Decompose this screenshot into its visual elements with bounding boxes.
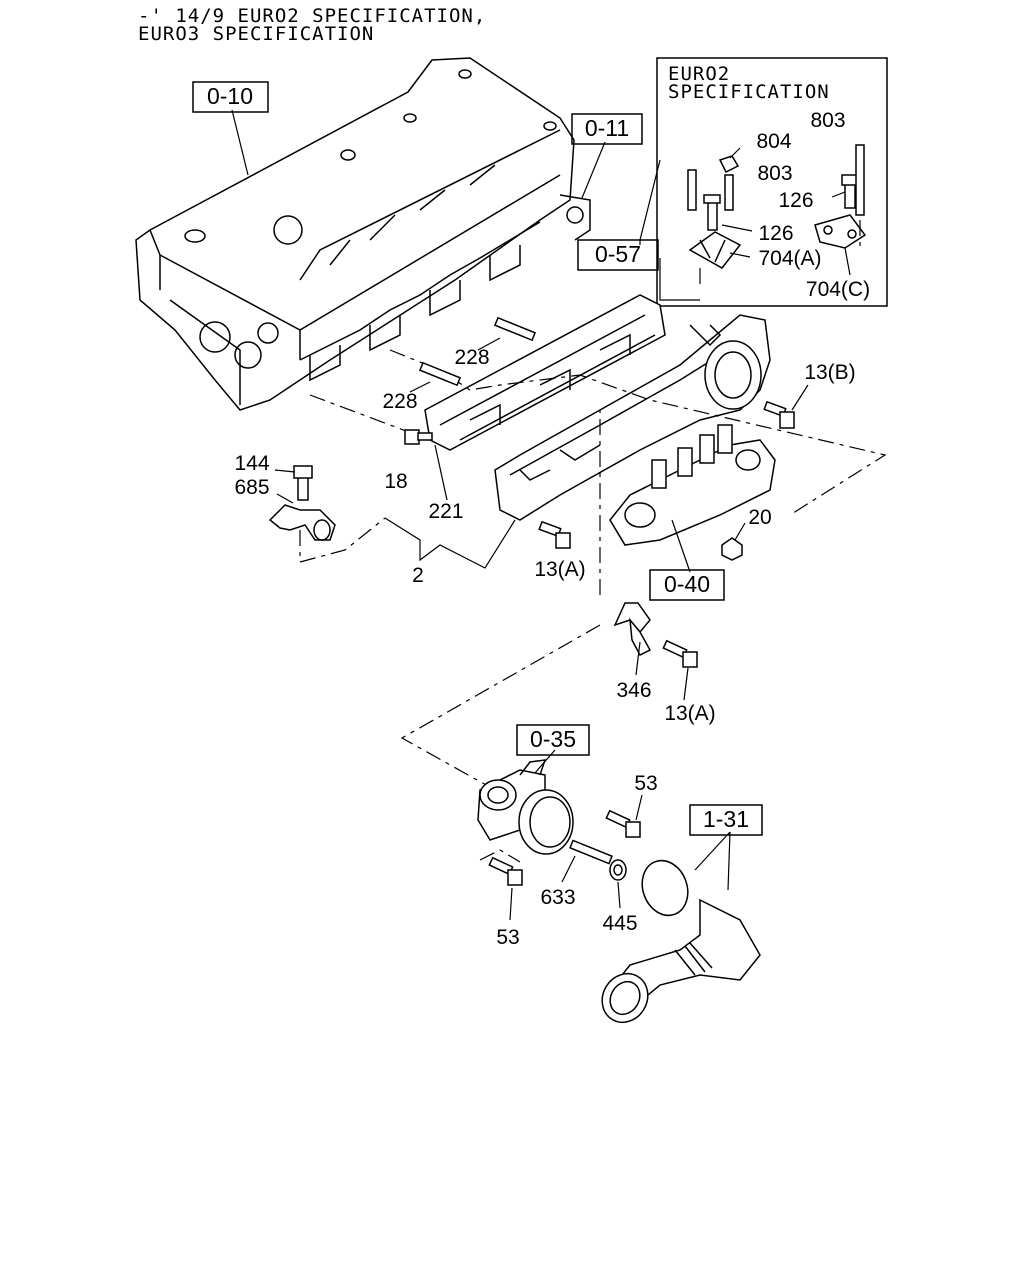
label-633: 633 xyxy=(540,886,575,909)
ref-box-0-11[interactable] xyxy=(571,113,643,145)
nut-20 xyxy=(721,537,743,561)
studs-228 xyxy=(418,316,537,387)
ref-label-0-35: 0-35 xyxy=(530,726,576,752)
ref-box-0-35[interactable] xyxy=(516,724,590,756)
intake-manifold-drawing xyxy=(424,294,771,521)
label-803-mid: 803 xyxy=(757,162,792,185)
label-20: 20 xyxy=(748,506,771,529)
clamp-685 xyxy=(268,465,336,541)
cylinder-head-drawing xyxy=(135,57,591,411)
ref-box-1-31[interactable] xyxy=(689,804,763,836)
label-13b: 13(B) xyxy=(804,361,855,384)
label-804: 804 xyxy=(756,130,791,153)
label-126-mid: 126 xyxy=(758,222,793,245)
euro2-inset-frame xyxy=(656,57,888,307)
label-685: 685 xyxy=(234,476,269,499)
label-704a: 704(A) xyxy=(758,247,821,270)
bolt-18 xyxy=(404,429,433,445)
label-803-top: 803 xyxy=(810,109,845,132)
inset-title-1: EURO2 xyxy=(668,63,730,85)
label-13a-left: 13(A) xyxy=(534,558,585,581)
label-704c: 704(C) xyxy=(806,278,870,301)
header-line-1: -' 14/9 EURO2 SPECIFICATION, xyxy=(138,5,486,27)
label-346: 346 xyxy=(616,679,651,702)
label-445: 445 xyxy=(602,912,637,935)
euro2-bracket-drawing xyxy=(687,144,867,290)
bolt-53-top xyxy=(605,809,641,838)
header-line-2: EURO3 SPECIFICATION xyxy=(138,23,374,45)
ref-label-1-31: 1-31 xyxy=(703,806,749,832)
label-228-upper: 228 xyxy=(454,346,489,369)
bolt-13a-right xyxy=(662,639,698,668)
inset-title-2: SPECIFICATION xyxy=(668,81,830,103)
injection-rail-drawing xyxy=(609,424,776,546)
label-53-bottom: 53 xyxy=(496,926,519,949)
label-13a-right: 13(A) xyxy=(664,702,715,725)
egr-valve-drawing xyxy=(477,759,574,855)
nut-445 xyxy=(609,859,627,881)
ref-box-0-57[interactable] xyxy=(577,239,659,271)
bolt-13a-left xyxy=(538,520,571,549)
ref-box-0-10[interactable] xyxy=(192,81,269,113)
label-144: 144 xyxy=(234,452,269,475)
bolt-53-bottom xyxy=(488,856,523,886)
label-18: 18 xyxy=(384,470,407,493)
clamp-346 xyxy=(613,602,652,656)
bolt-13b xyxy=(763,400,795,429)
ref-label-0-11: 0-11 xyxy=(585,115,629,141)
label-2: 2 xyxy=(412,564,424,587)
label-53-top: 53 xyxy=(634,772,657,795)
label-126-top: 126 xyxy=(778,189,813,212)
ref-label-0-10: 0-10 xyxy=(207,83,253,109)
ref-label-0-40: 0-40 xyxy=(664,571,710,597)
label-221: 221 xyxy=(428,500,463,523)
ref-box-0-40[interactable] xyxy=(649,569,725,601)
label-228-lower: 228 xyxy=(382,390,417,413)
ref-label-0-57: 0-57 xyxy=(595,241,641,267)
stud-633 xyxy=(569,839,613,865)
intake-pipe-drawing xyxy=(601,859,761,1024)
